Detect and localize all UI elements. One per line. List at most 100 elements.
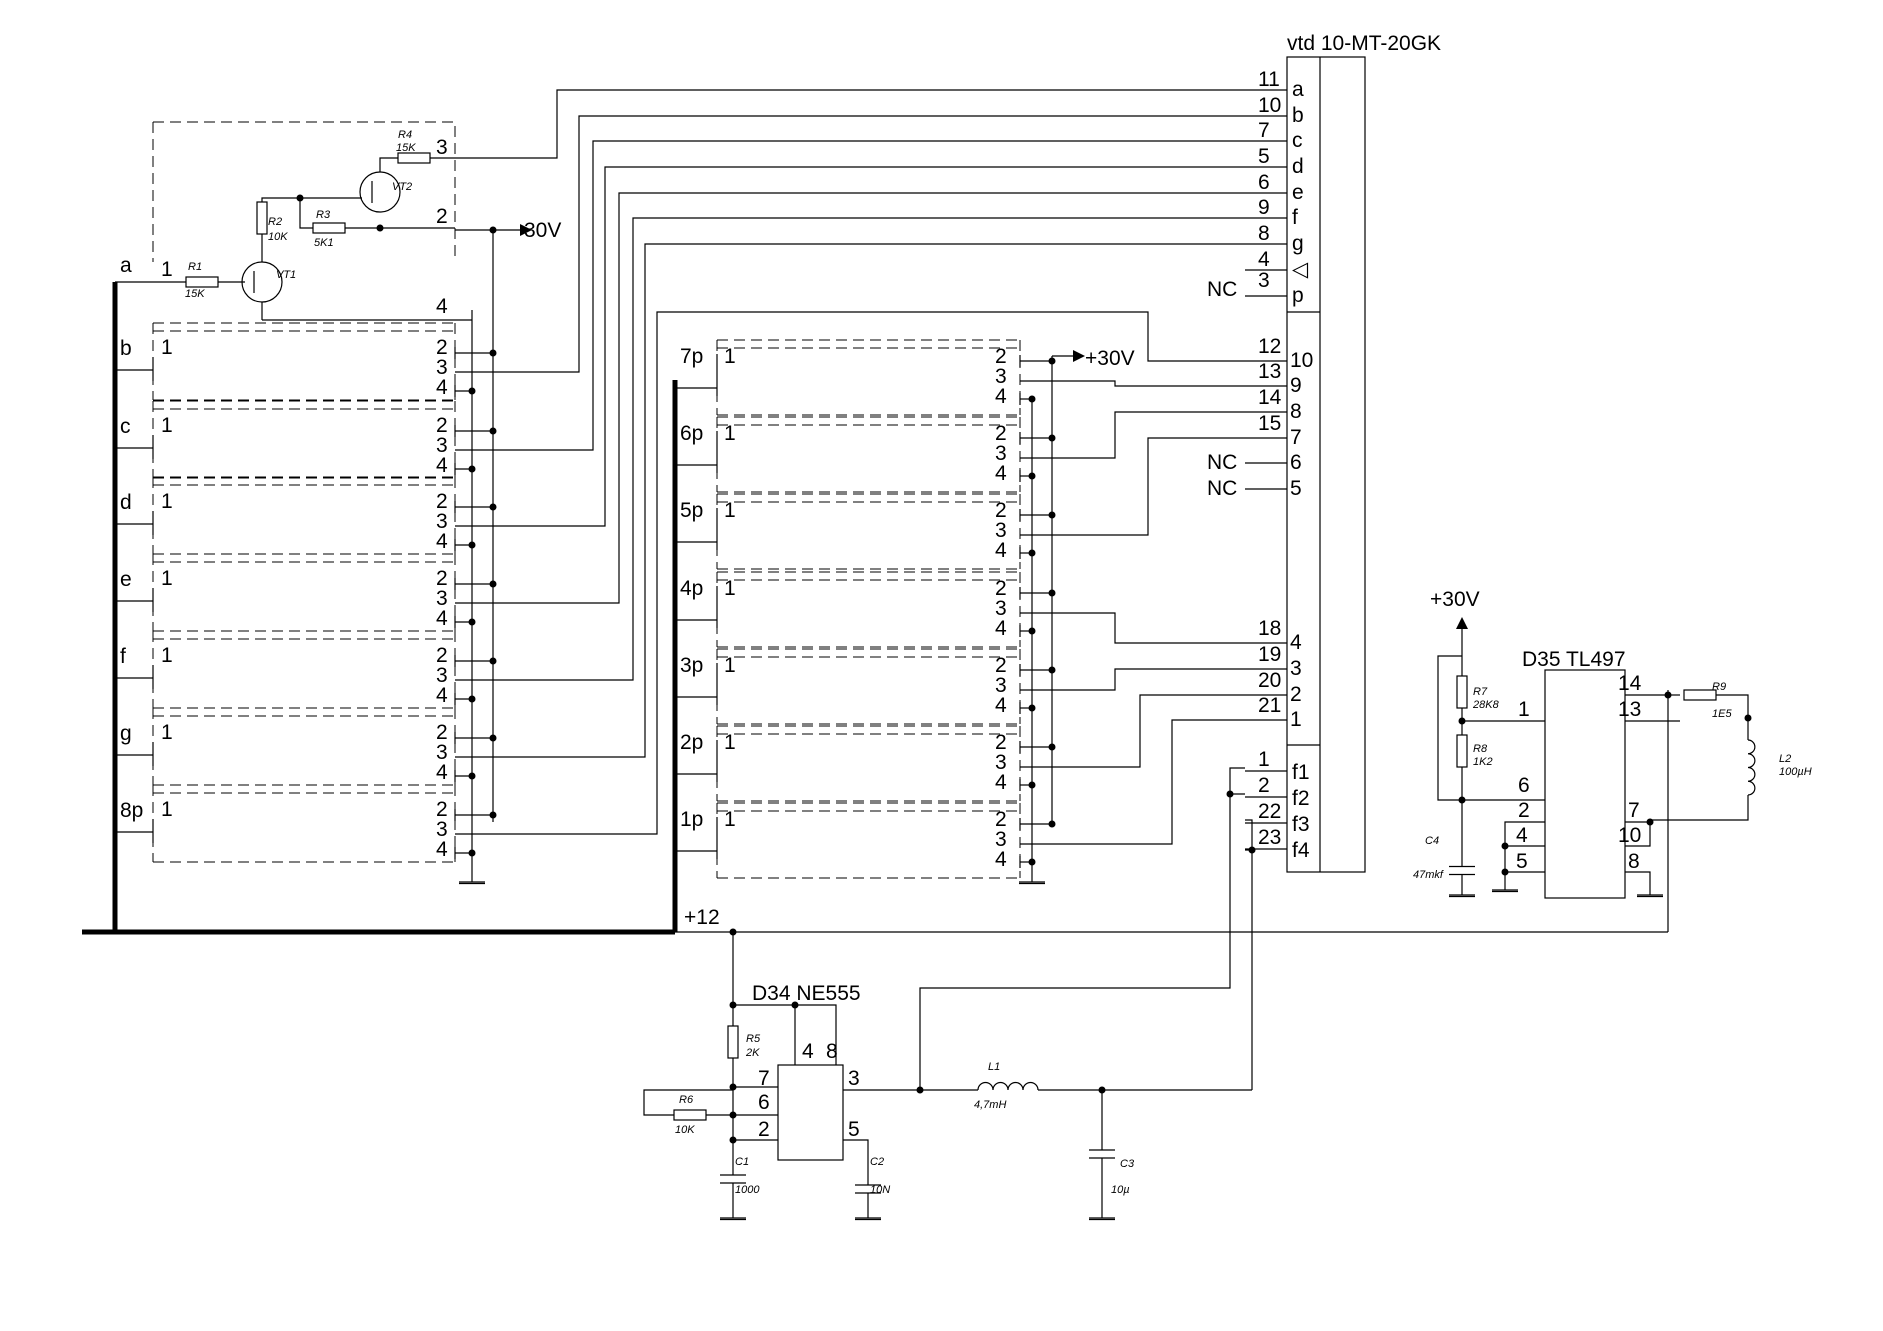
tl497-pin-4: 4: [1516, 824, 1528, 847]
arrow-marker: [520, 224, 532, 236]
arrow-marker: [1456, 617, 1468, 629]
inductor-coil: [1747, 739, 1756, 796]
r8-resistor: [1456, 734, 1468, 768]
l1-value: 4,7mH: [974, 1099, 1006, 1111]
vfd-filament-name: f4: [1292, 839, 1310, 862]
grid-wire: [1020, 612, 1245, 644]
module-pin-2: 2: [995, 422, 1007, 445]
grid-wire: [1020, 411, 1245, 459]
nc-label: NC: [1207, 477, 1237, 500]
vfd-pin-number: 4: [1258, 248, 1270, 271]
module-pin-3: 3: [436, 510, 448, 533]
module-pin-3: 3: [995, 519, 1007, 542]
grid-wire: [1020, 719, 1245, 845]
module-pin-3: 3: [995, 442, 1007, 465]
r3-ref: R3: [316, 209, 331, 221]
vfd-segment-name: a: [1292, 78, 1304, 101]
vfd-grid-name: 7: [1290, 426, 1302, 449]
module-box-outline: [153, 400, 455, 479]
module-pin-2: 2: [995, 654, 1007, 677]
grid-10-wire: [455, 311, 1245, 835]
r2-lead: [261, 197, 300, 202]
module-box-outline: [717, 571, 1020, 648]
module-pin-4: 4: [436, 376, 448, 399]
vfd-grid-name: 6: [1290, 451, 1302, 474]
grid-line-label: 3p: [680, 654, 703, 677]
r5-value: 2K: [745, 1047, 760, 1059]
vfd-filament-name: f3: [1292, 813, 1310, 836]
segment-wire: [455, 217, 1245, 681]
r1-resistor: [185, 276, 219, 288]
r3-value: 5K1: [314, 237, 334, 249]
module-pin-4: 4: [995, 694, 1007, 717]
module-pin-2: 2: [995, 577, 1007, 600]
vfd-pin-number: 1: [1258, 748, 1270, 771]
r4-ref: R4: [398, 129, 412, 141]
tl497-pin2-wire: [1504, 821, 1545, 846]
vfd-grid-name: 2: [1290, 683, 1302, 706]
grid-line-label: 6p: [680, 422, 703, 445]
grid-line-label: 7p: [680, 345, 703, 368]
module-box-outline: [717, 725, 1020, 802]
c1-value: 1000: [735, 1184, 760, 1196]
c3-ref: C3: [1120, 1158, 1135, 1170]
module-pin-4: 4: [995, 462, 1007, 485]
p30-label-tl497: +30V: [1430, 588, 1480, 611]
ne555-pin-2: 2: [758, 1118, 770, 1141]
vfd-pin-number: 7: [1258, 119, 1270, 142]
module-box-outline: [153, 476, 455, 555]
module-pin-1: 1: [161, 258, 173, 281]
bias-circuit: R1 15K R2 10K R3 5K1 R4 15K VT1 VT2 3 2 …: [185, 129, 561, 318]
module-pin-4: 4: [995, 385, 1007, 408]
ne555-block: D34 NE555 4 8 7 6 2 3 5 R5 2K R6 10K C1 …: [675, 982, 1135, 1196]
segment-wire: [455, 140, 1245, 451]
r3-lead: [299, 198, 313, 229]
wires: [455, 89, 1756, 1221]
nc-label: NC: [1207, 278, 1237, 301]
r5-ref: R5: [746, 1033, 761, 1045]
vfd-pin-number: 11: [1258, 68, 1280, 91]
filament-f3-wire: [1245, 819, 1253, 850]
tl497-block: +30V D35 TL497 1 6 2 4 5 14 13 7 10 8 R7…: [1413, 588, 1812, 881]
ne555-body: [777, 1064, 844, 1161]
vfd-pin-number: 22: [1258, 800, 1281, 823]
module-box-outline: [717, 648, 1020, 725]
module-pin-1: 1: [161, 567, 173, 590]
l1-ref: L1: [988, 1061, 1000, 1073]
r6-ref: R6: [679, 1094, 694, 1106]
module-box-outline: [153, 784, 455, 863]
module-pin-2: 2: [995, 499, 1007, 522]
filament-f2-wire: [919, 793, 1245, 1090]
module-pin-3: 3: [995, 597, 1007, 620]
l2-ref: L2: [1779, 753, 1791, 765]
tl497-pin-13: 13: [1618, 698, 1641, 721]
vfd-body: [1286, 56, 1366, 873]
vfd-grid-name: 9: [1290, 374, 1302, 397]
r7-resistor: [1456, 675, 1468, 709]
ne555-pin8: [795, 1004, 837, 1065]
r9-lead: [1716, 694, 1749, 718]
module-box-outline: [153, 707, 455, 786]
module-pin-4: 4: [995, 539, 1007, 562]
vfd-pin-number: 9: [1258, 196, 1270, 219]
module-pin-4: 4: [995, 771, 1007, 794]
ne555-pin-3: 3: [848, 1067, 860, 1090]
vfd-pin-number: 13: [1258, 360, 1281, 383]
r7-value: 28K8: [1472, 699, 1500, 711]
segment-wire: [455, 166, 1245, 527]
vfd-pin-number: 12: [1258, 335, 1281, 358]
grid-9-wire: [1020, 380, 1245, 387]
vfd-pin-number: 21: [1258, 694, 1281, 717]
module-box-outline: [717, 493, 1020, 570]
segment-line-label: d: [120, 491, 132, 514]
module-pin-1: 1: [724, 422, 736, 445]
r2-value: 10K: [268, 231, 288, 243]
vfd-pin-number: 2: [1258, 774, 1270, 797]
r4-value: 15K: [396, 142, 416, 154]
l2-value: 100µH: [1779, 766, 1812, 778]
junction-dot: [489, 226, 497, 234]
vfd-tube: vtd 10-MT-20GK a11b10c7d5e6f9g8◁4p3NC101…: [1207, 32, 1441, 873]
module-pin-2: 2: [995, 345, 1007, 368]
grid-wire: [1020, 668, 1245, 691]
